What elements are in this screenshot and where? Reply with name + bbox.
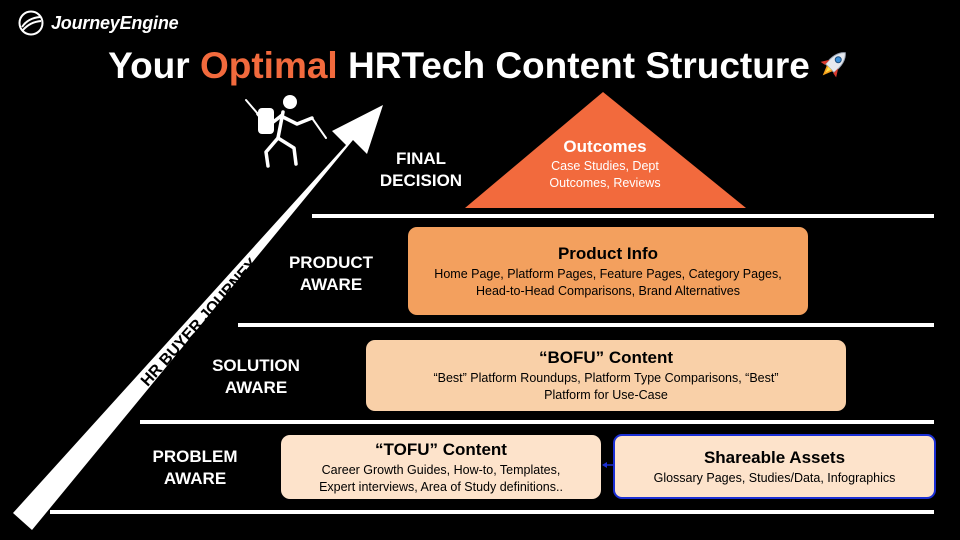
stage-final-decision: FINAL DECISION — [366, 148, 476, 192]
shareable-desc-line1: Glossary Pages, Studies/Data, Infographi… — [653, 470, 896, 485]
stage-product-line1: PRODUCT — [288, 253, 374, 272]
rocket-icon — [820, 52, 846, 78]
shelf-line-product — [238, 323, 934, 327]
title-highlight: Optimal — [199, 45, 338, 86]
product-info-title: Product Info — [557, 243, 659, 263]
tofu-desc-line1: Career Growth Guides, How-to, Templates, — [321, 462, 561, 477]
page-title: Your Optimal HRTech Content Structure — [0, 45, 960, 87]
shareable-title: Shareable Assets — [703, 447, 846, 467]
bofu-title: “BOFU” Content — [538, 348, 674, 367]
title-part-2: HRTech Content Structure — [337, 45, 810, 86]
stage-solution-line1: SOLUTION — [212, 356, 300, 375]
stage-solution-aware: SOLUTION AWARE — [196, 355, 316, 399]
shelf-line-problem — [50, 510, 934, 514]
product-info-desc-line2: Head-to-Head Comparisons, Brand Alternat… — [475, 283, 741, 298]
brand-name: JourneyEngine — [51, 12, 179, 33]
outcomes-title: Outcomes — [563, 137, 647, 156]
outcomes-triangle — [465, 92, 746, 208]
bofu-desc-line1: “Best” Platform Roundups, Platform Type … — [433, 371, 779, 385]
outcomes-desc-line1: Case Studies, Dept — [551, 159, 659, 173]
shelf-line-solution — [140, 420, 934, 424]
shareable-assets-box: Shareable Assets Glossary Pages, Studies… — [613, 434, 936, 499]
outcomes-block: Outcomes Case Studies, Dept Outcomes, Re… — [500, 136, 710, 192]
stage-problem-line2: AWARE — [163, 469, 227, 488]
journeyengine-logo-icon — [18, 10, 44, 36]
tofu-content-box: “TOFU” Content Career Growth Guides, How… — [281, 435, 601, 499]
title-part-1: Your — [108, 45, 200, 86]
stage-product-aware: PRODUCT AWARE — [276, 252, 386, 296]
stage-product-line2: AWARE — [299, 275, 363, 294]
bofu-content-box: “BOFU” Content “Best” Platform Roundups,… — [366, 340, 846, 411]
bofu-desc-line2: Platform for Use-Case — [544, 388, 668, 402]
stage-problem-aware: PROBLEM AWARE — [140, 446, 250, 490]
stage-problem-line1: PROBLEM — [152, 447, 238, 466]
hiker-icon — [245, 95, 327, 168]
tofu-title: “TOFU” Content — [375, 439, 507, 459]
outcomes-desc-line2: Outcomes, Reviews — [549, 176, 661, 190]
brand-logo: JourneyEngine — [18, 10, 179, 36]
product-info-desc-line1: Home Page, Platform Pages, Feature Pages… — [434, 266, 782, 281]
journey-arrow — [13, 105, 383, 530]
stage-solution-line2: AWARE — [224, 378, 288, 397]
shelf-line-final — [312, 214, 934, 218]
stage-final-line2: DECISION — [379, 171, 463, 190]
stage-final-line1: FINAL — [395, 149, 447, 168]
product-info-box: Product Info Home Page, Platform Pages, … — [408, 227, 808, 315]
tofu-desc-line2: Expert interviews, Area of Study definit… — [319, 479, 563, 494]
